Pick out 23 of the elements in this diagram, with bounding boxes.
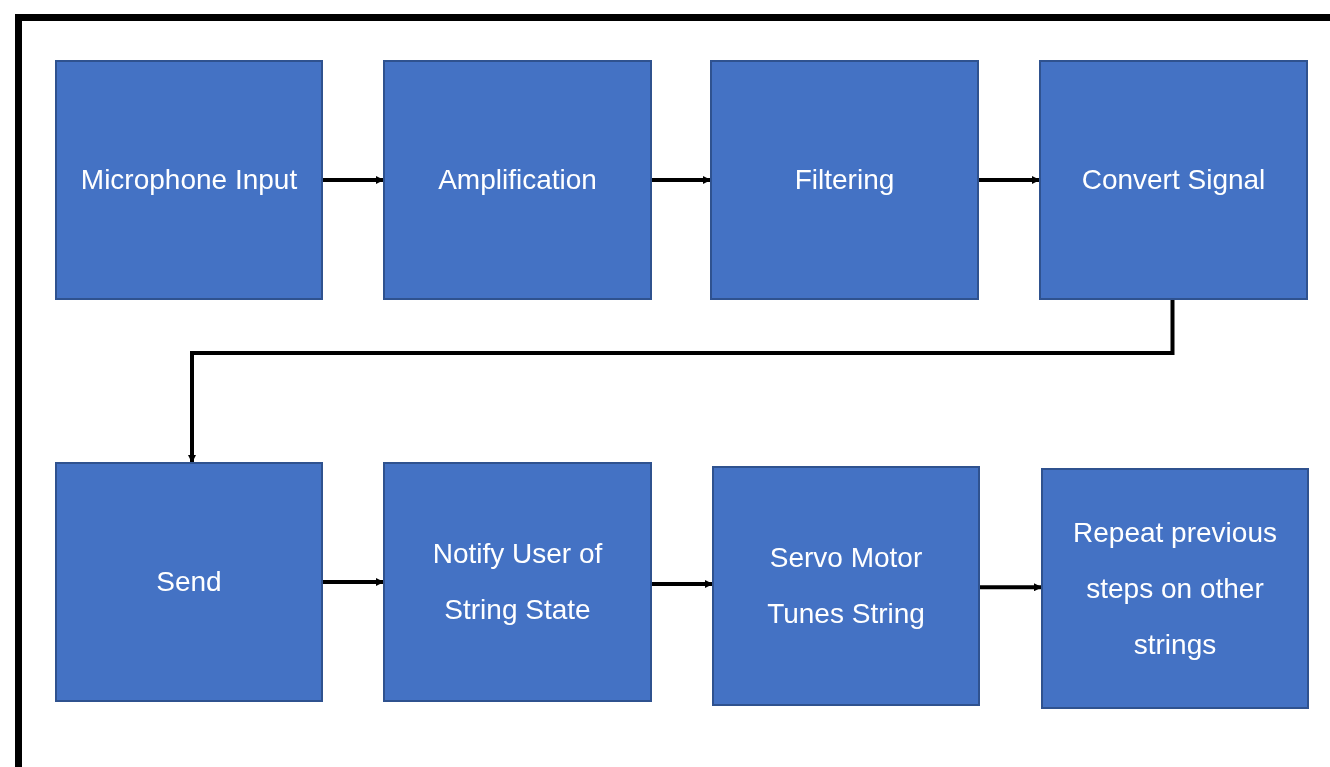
process-box [383,60,652,300]
arrow [323,578,384,586]
process-box [1039,60,1308,300]
arrow [323,176,384,184]
process-box [383,462,652,702]
arrow [652,176,711,184]
step-text: Microphone Input [80,163,298,197]
step-text: Repeat previous steps on other strings [1072,515,1278,662]
arrow [188,300,1175,463]
arrow [980,583,1042,592]
step-text: Notify User of String State [431,537,604,627]
step-text: Servo Motor Tunes String [766,541,926,631]
arrow [652,580,713,588]
process-box [55,462,323,702]
step-text: Send [156,565,222,599]
arrow [979,176,1040,184]
step-text: Filtering [794,163,895,197]
process-box [710,60,979,300]
process-box [55,60,323,300]
step-text: Convert Signal [1081,163,1266,197]
step-text: Amplification [438,163,597,197]
process-box [1041,468,1309,709]
process-box [712,466,980,706]
